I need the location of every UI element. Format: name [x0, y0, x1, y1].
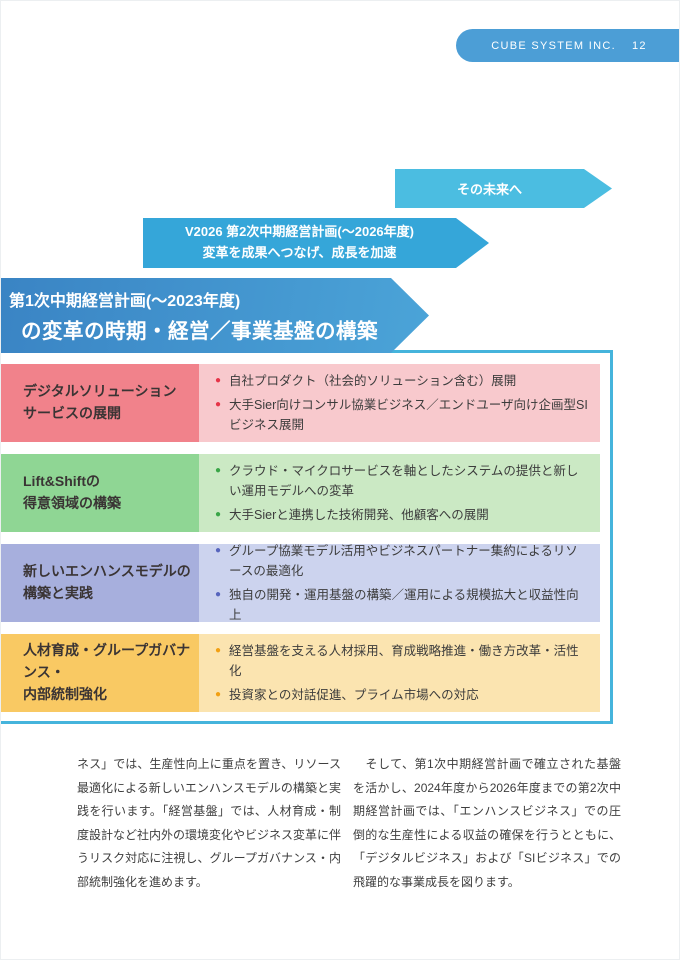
row-label: Lift&Shiftの 得意領域の構築: [1, 454, 199, 532]
row-label: デジタルソリューション サービスの展開: [1, 364, 199, 442]
bullet-dot-icon: ●: [215, 509, 222, 520]
row-label: 新しいエンハンスモデルの 構築と実践: [1, 544, 199, 622]
company-name: CUBE SYSTEM INC.: [491, 39, 616, 52]
bullet-dot-icon: ●: [215, 465, 222, 476]
row-body: ● 経営基盤を支える人材採用、育成戦略推進・働き方改革・活性化 ● 投資家との対…: [199, 634, 600, 712]
bullet-dot-icon: ●: [215, 589, 222, 600]
bullet-dot-icon: ●: [215, 689, 222, 700]
plan2-arrow: V2026 第2次中期経営計画(〜2026年度) 変革を成果へつなげ、成長を加速: [143, 218, 489, 268]
bullet-dot-icon: ●: [215, 545, 222, 556]
bullet-item: ● 経営基盤を支える人材採用、育成戦略推進・働き方改革・活性化: [215, 641, 588, 681]
plan1-matrix-box: デジタルソリューション サービスの展開 ● 自社プロダクト（社会的ソリューション…: [1, 350, 613, 724]
row-label: 人材育成・グループガバナンス・ 内部統制強化: [1, 634, 199, 712]
future-arrow: その未来へ: [395, 169, 612, 208]
matrix-row-hr-governance: 人材育成・グループガバナンス・ 内部統制強化 ● 経営基盤を支える人材採用、育成…: [1, 634, 600, 712]
page-number: 12: [631, 39, 647, 52]
bullet-item: ● 投資家との対話促進、プライム市場への対応: [215, 685, 588, 705]
bullet-text: 大手Sierと連携した技術開発、他顧客への展開: [229, 508, 489, 522]
plan2-arrow-line1: V2026 第2次中期経営計画(〜2026年度): [184, 224, 414, 240]
bullet-text: 独自の開発・運用基盤の構築／運用による規模拡大と収益性向上: [229, 588, 579, 622]
bullet-dot-icon: ●: [215, 399, 222, 410]
bullet-item: ● グループ協業モデル活用やビジネスパートナー集約によるリソースの最適化: [215, 541, 588, 581]
plan1-arrow-line2: の変革の時期・経営／事業基盤の構築: [21, 320, 378, 343]
bullet-item: ● 大手Sierと連携した技術開発、他顧客への展開: [215, 505, 588, 525]
plan1-arrow-line1: 第1次中期経営計画(〜2023年度): [9, 293, 241, 310]
bullet-item: ● 大手Sier向けコンサル協業ビジネス／エンドユーザ向け企画型SIビジネス展開: [215, 395, 588, 435]
matrix-row-enhance-model: 新しいエンハンスモデルの 構築と実践 ● グループ協業モデル活用やビジネスパート…: [1, 544, 600, 622]
row-body: ● グループ協業モデル活用やビジネスパートナー集約によるリソースの最適化 ● 独…: [199, 544, 600, 622]
bullet-dot-icon: ●: [215, 645, 222, 656]
page-header-pill: CUBE SYSTEM INC. 12: [456, 29, 679, 62]
bullet-text: 自社プロダクト（社会的ソリューション含む）展開: [229, 374, 517, 388]
bullet-item: ● クラウド・マイクロサービスを軸としたシステムの提供と新しい運用モデルへの変革: [215, 461, 588, 501]
row-body: ● クラウド・マイクロサービスを軸としたシステムの提供と新しい運用モデルへの変革…: [199, 454, 600, 532]
future-arrow-label: その未来へ: [456, 182, 522, 197]
matrix-row-lift-and-shift: Lift&Shiftの 得意領域の構築 ● クラウド・マイクロサービスを軸とした…: [1, 454, 600, 532]
plan2-arrow-line2: 変革を成果へつなげ、成長を加速: [202, 245, 397, 260]
bullet-item: ● 独自の開発・運用基盤の構築／運用による規模拡大と収益性向上: [215, 585, 588, 625]
bullet-dot-icon: ●: [215, 375, 222, 386]
row-body: ● 自社プロダクト（社会的ソリューション含む）展開 ● 大手Sier向けコンサル…: [199, 364, 600, 442]
bullet-text: グループ協業モデル活用やビジネスパートナー集約によるリソースの最適化: [229, 544, 578, 578]
bullet-text: 経営基盤を支える人材採用、育成戦略推進・働き方改革・活性化: [229, 644, 579, 678]
bullet-item: ● 自社プロダクト（社会的ソリューション含む）展開: [215, 371, 588, 391]
bullet-text: クラウド・マイクロサービスを軸としたシステムの提供と新しい運用モデルへの変革: [229, 464, 579, 498]
body-text-right-column: そして、第1次中期経営計画で確立された基盤を活かし、2024年度から2026年度…: [353, 757, 621, 889]
matrix-row-digital-solution: デジタルソリューション サービスの展開 ● 自社プロダクト（社会的ソリューション…: [1, 364, 600, 442]
bullet-text: 投資家との対話促進、プライム市場への対応: [229, 688, 479, 702]
bullet-text: 大手Sier向けコンサル協業ビジネス／エンドユーザ向け企画型SIビジネス展開: [229, 398, 588, 432]
body-text-left-column: ネス」では、生産性向上に重点を置き、リソース最適化による新しいエンハンスモデルの…: [77, 757, 342, 889]
plan1-arrow: 第1次中期経営計画(〜2023年度) の変革の時期・経営／事業基盤の構築: [1, 278, 429, 353]
